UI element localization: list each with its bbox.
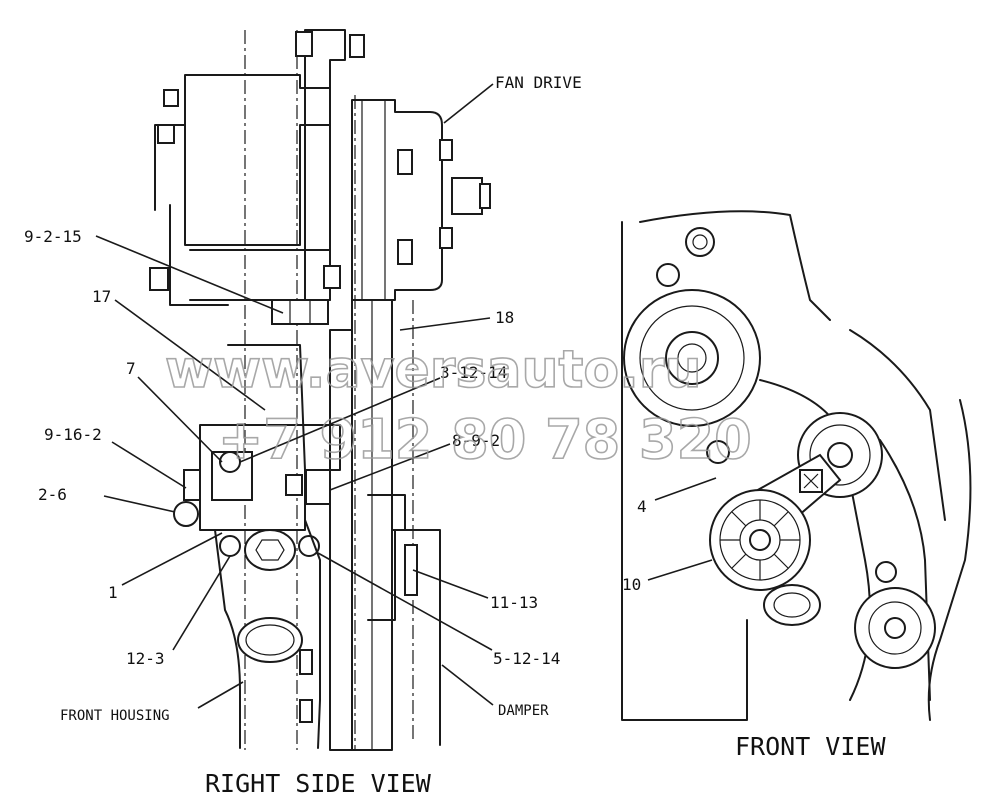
watermark-phone: +7 912 80 78 320 <box>218 408 752 471</box>
leader-3-12-14 <box>239 377 441 463</box>
leader-4 <box>654 477 717 501</box>
leader-front-housing <box>197 681 244 709</box>
title-right-side-view: RIGHT SIDE VIEW <box>205 769 432 798</box>
leader-18 <box>399 317 491 331</box>
label-7: 7 <box>126 359 136 378</box>
label-5-12-14: 5-12-14 <box>493 649 560 668</box>
label-front-housing: FRONT HOUSING <box>60 708 170 724</box>
label-3-12-14: 3-12-14 <box>440 363 507 382</box>
right-side-view-drawing <box>149 29 491 751</box>
leader-lines <box>95 83 717 709</box>
leader-17 <box>114 299 266 411</box>
leader-8-9-2 <box>329 443 451 491</box>
leader-11-13 <box>412 569 489 599</box>
label-18: 18 <box>495 308 514 327</box>
label-2-6: 2-6 <box>38 485 67 504</box>
label-10: 10 <box>622 575 641 594</box>
label-9-16-2: 9-16-2 <box>44 425 102 444</box>
callout-labels: FAN DRIVE 9-2-15 17 18 7 3-12-14 9-16-2 … <box>24 73 647 724</box>
leader-12-3 <box>172 555 231 651</box>
label-17: 17 <box>92 287 111 306</box>
leader-damper <box>441 664 494 706</box>
label-fan-drive: FAN DRIVE <box>495 73 582 92</box>
watermark-site: www.aversauto.ru <box>165 340 702 400</box>
leader-9-16-2 <box>111 441 187 489</box>
leader-10 <box>647 559 713 581</box>
title-front-view: FRONT VIEW <box>735 732 886 761</box>
leader-9-2-15 <box>95 235 284 314</box>
label-12-3: 12-3 <box>126 649 165 668</box>
label-1: 1 <box>108 583 118 602</box>
leader-1 <box>121 532 223 586</box>
leader-7 <box>137 376 223 463</box>
label-8-9-2: 8-9-2 <box>452 431 500 450</box>
label-4: 4 <box>637 497 647 516</box>
label-9-2-15: 9-2-15 <box>24 227 82 246</box>
leader-2-6 <box>103 495 176 513</box>
leader-5-12-14 <box>317 552 493 651</box>
label-11-13: 11-13 <box>490 593 538 612</box>
front-view-drawing <box>621 210 972 721</box>
watermark: www.aversauto.ru +7 912 80 78 320 <box>164 339 752 472</box>
leader-fan-drive <box>443 83 494 124</box>
label-damper: DAMPER <box>498 703 549 719</box>
